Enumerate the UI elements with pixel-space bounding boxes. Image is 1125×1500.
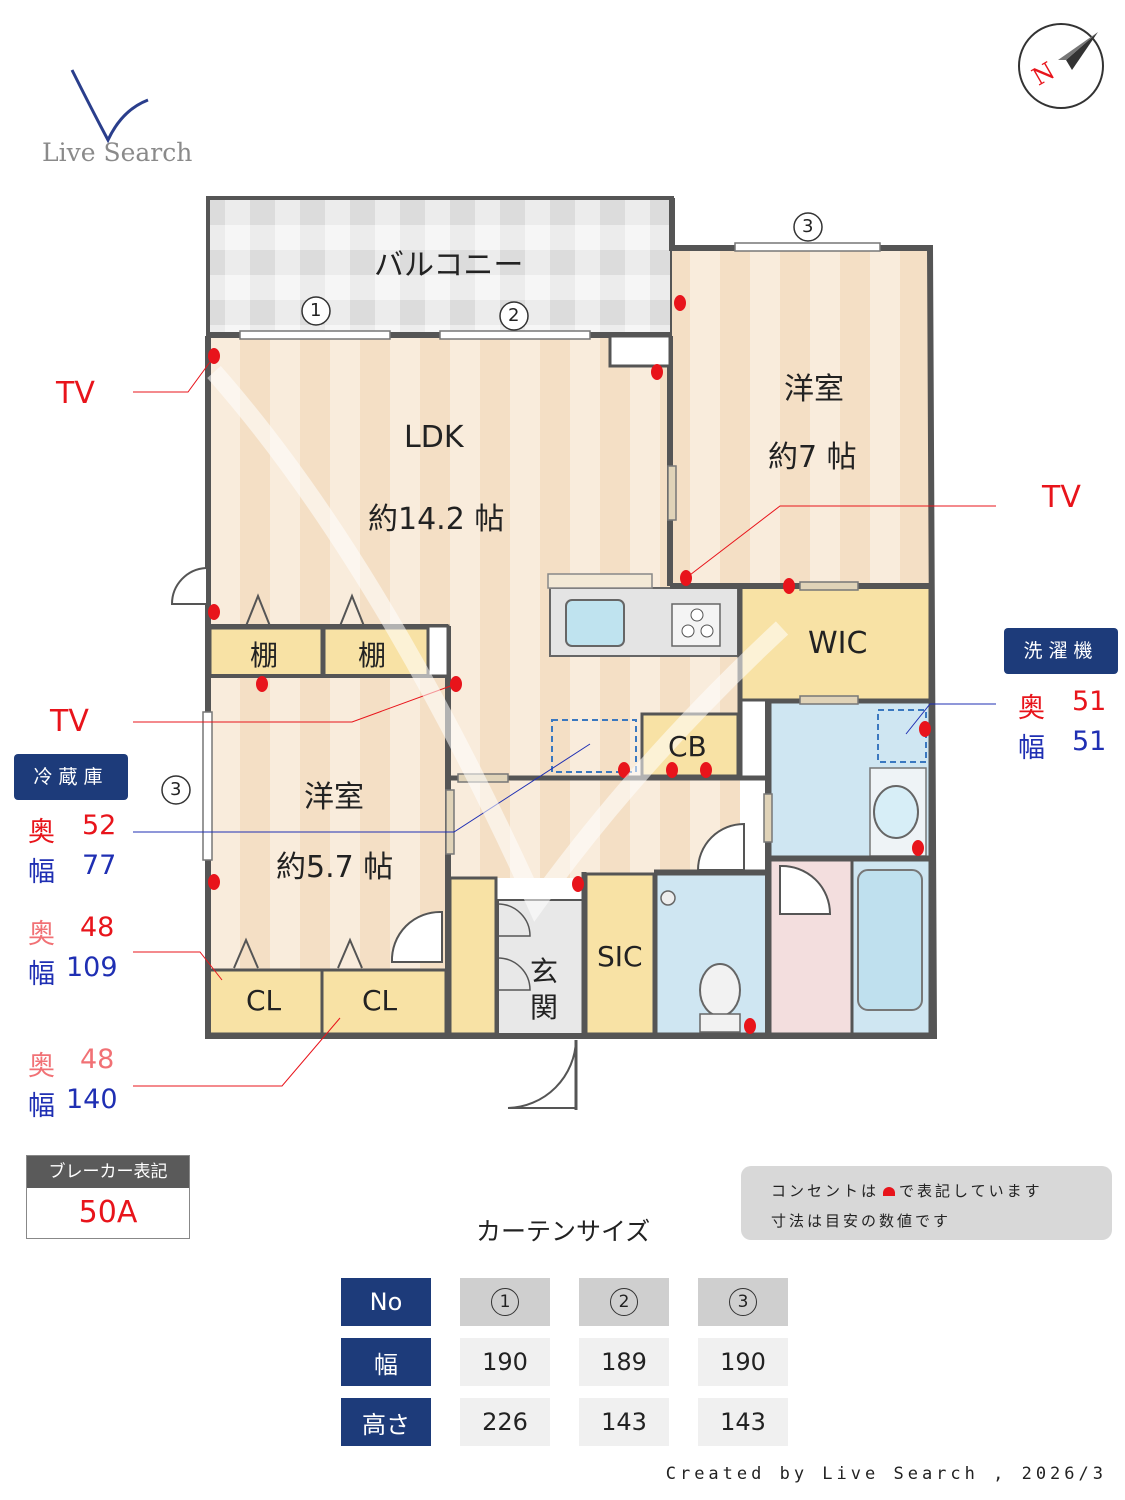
hall-strip — [448, 876, 498, 1036]
sic-area — [584, 872, 656, 1036]
closet-1-depth-value: 48 — [80, 912, 115, 943]
outlet-legend-icon — [883, 1187, 896, 1196]
window-number-3-left: 3 — [170, 779, 182, 800]
sic-label: SIC — [597, 940, 643, 973]
closet-2-depth-label: 奥 — [28, 1051, 55, 1082]
closet-2-label: CL — [362, 984, 398, 1017]
closet-1-label: CL — [246, 984, 282, 1017]
notes-box: コンセントは で表記しています 寸法は目安の数値です — [741, 1166, 1112, 1240]
curtain-header-1-text: 1 — [491, 1288, 519, 1316]
curtain-header-no: No — [341, 1278, 431, 1326]
notes-line-1b: で表記しています — [899, 1182, 1043, 1200]
washer-depth-label: 奥 — [1018, 693, 1045, 724]
fridge-depth-value: 52 — [82, 810, 117, 841]
breaker-title: ブレーカー表記 — [27, 1156, 189, 1188]
tv-label-3: TV — [50, 704, 89, 739]
tv-label-1: TV — [56, 376, 95, 411]
wic-label: WIC — [808, 626, 868, 661]
western-room-2-name: 洋室 — [304, 780, 364, 815]
ldk-name: LDK — [404, 420, 464, 455]
logo-mark — [70, 69, 149, 144]
window-number-1: 1 — [310, 300, 322, 321]
curtain-width-2: 189 — [579, 1338, 669, 1386]
washer-depth-value: 51 — [1072, 686, 1107, 717]
curtain-header-3: 3 — [698, 1278, 788, 1326]
closet-1-width-value: 109 — [66, 952, 118, 983]
curtain-width-3: 190 — [698, 1338, 788, 1386]
tv-label-2: TV — [1042, 480, 1081, 515]
window-number-2: 2 — [508, 305, 520, 326]
western-room-1-size: 約7 帖 — [768, 440, 857, 475]
western-room-2-size: 約5.7 帖 — [276, 850, 394, 885]
balcony-label: バルコニー — [374, 248, 524, 283]
cb-label: CB — [668, 730, 707, 763]
compass-icon — [1018, 23, 1104, 109]
fridge-width-label: 幅 — [28, 857, 55, 888]
closet-2-width-value: 140 — [66, 1084, 118, 1115]
sink — [565, 599, 625, 647]
entrance-floor — [497, 899, 585, 1035]
balcony-area — [206, 196, 674, 336]
notes-line-2: 寸法は目安の数値です — [771, 1212, 952, 1230]
shelf-1-label: 棚 — [250, 639, 279, 672]
closet-2-depth-value: 48 — [80, 1044, 115, 1075]
western-room-1-floor — [672, 248, 930, 586]
curtain-row-width-label: 幅 — [341, 1338, 431, 1386]
notes-line-1a: コンセントは — [771, 1182, 880, 1200]
curtain-header-3-text: 3 — [729, 1288, 757, 1316]
entrance-label-1: 玄 — [530, 955, 559, 988]
curtain-row-height-label: 高さ — [341, 1398, 431, 1446]
breaker-box: ブレーカー表記 50A — [26, 1155, 190, 1239]
logo-text: Live Search — [42, 138, 193, 167]
washer-title: 洗濯機 — [1004, 628, 1118, 674]
closet-1-depth-label: 奥 — [28, 919, 55, 950]
closet-2 — [320, 968, 448, 1036]
curtain-height-3: 143 — [698, 1398, 788, 1446]
fridge-title: 冷蔵庫 — [14, 754, 128, 800]
curtain-width-1: 190 — [460, 1338, 550, 1386]
western-room-1-name: 洋室 — [784, 372, 844, 407]
closet-1-width-label: 幅 — [28, 959, 55, 990]
window-number-3-top: 3 — [802, 216, 814, 237]
curtain-header-2: 2 — [579, 1278, 669, 1326]
washer-width-label: 幅 — [1018, 733, 1045, 764]
ldk-size: 約14.2 帖 — [368, 502, 505, 537]
curtain-header-2-text: 2 — [610, 1288, 638, 1316]
fridge-width-value: 77 — [82, 850, 117, 881]
western-room-2-floor — [208, 676, 448, 970]
notes-line-1: コンセントは で表記しています — [771, 1180, 1043, 1201]
breaker-value: 50A — [78, 1195, 138, 1230]
footer-credit: Created by Live Search , 2026/3 — [665, 1464, 1107, 1484]
curtain-height-2: 143 — [579, 1398, 669, 1446]
washer-width-value: 51 — [1072, 726, 1107, 757]
curtain-header-1: 1 — [460, 1278, 550, 1326]
shelf-2-label: 棚 — [358, 639, 387, 672]
entrance-label-2: 関 — [530, 991, 559, 1024]
curtain-title: カーテンサイズ — [476, 1217, 651, 1246]
curtain-height-1: 226 — [460, 1398, 550, 1446]
fridge-depth-label: 奥 — [28, 817, 55, 848]
closet-2-width-label: 幅 — [28, 1091, 55, 1122]
fridge-space — [551, 719, 637, 773]
